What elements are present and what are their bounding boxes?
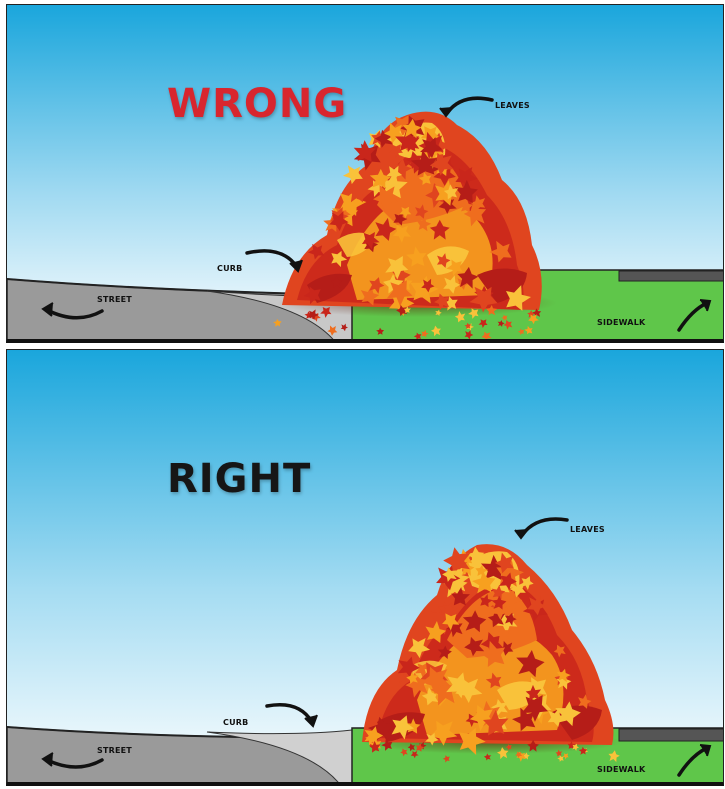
right-scene bbox=[7, 350, 724, 786]
leaves-label: LEAVES bbox=[495, 101, 530, 110]
sidewalk-slab bbox=[619, 271, 724, 281]
curb-label: CURB bbox=[217, 264, 242, 273]
wrong-scene bbox=[7, 5, 724, 343]
street-label: STREET bbox=[97, 295, 132, 304]
curb-label: CURB bbox=[223, 718, 248, 727]
right-heading: RIGHT bbox=[167, 456, 311, 502]
right-panel: RIGHT LEAVES CURB STREET SIDEWALK bbox=[6, 349, 724, 786]
sidewalk-label: SIDEWALK bbox=[597, 765, 645, 774]
wrong-panel: WRONG LEAVES CURB STREET SIDEWALK bbox=[6, 4, 724, 343]
sidewalk-slab bbox=[619, 729, 724, 741]
leaves-label: LEAVES bbox=[570, 525, 605, 534]
sidewalk-label: SIDEWALK bbox=[597, 318, 645, 327]
wrong-heading: WRONG bbox=[167, 81, 347, 127]
street-label: STREET bbox=[97, 746, 132, 755]
